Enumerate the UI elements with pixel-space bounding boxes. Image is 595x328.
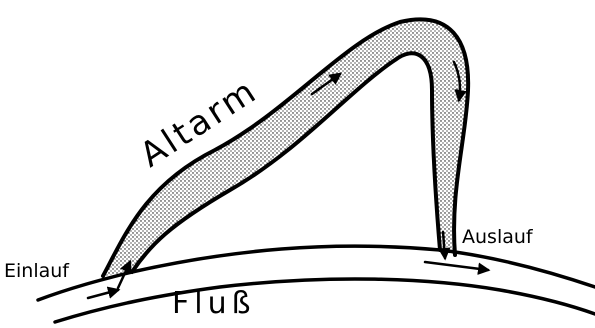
river-flow-arrow-left [88, 290, 118, 298]
outlet-label: Auslauf [462, 226, 534, 248]
inlet-label: Einlauf [4, 260, 70, 282]
river-label: Fluß [172, 286, 256, 321]
oxbow-inner-bank [132, 53, 440, 272]
outlet-flow-arrow [425, 262, 488, 270]
river-lower-bank [55, 279, 595, 322]
